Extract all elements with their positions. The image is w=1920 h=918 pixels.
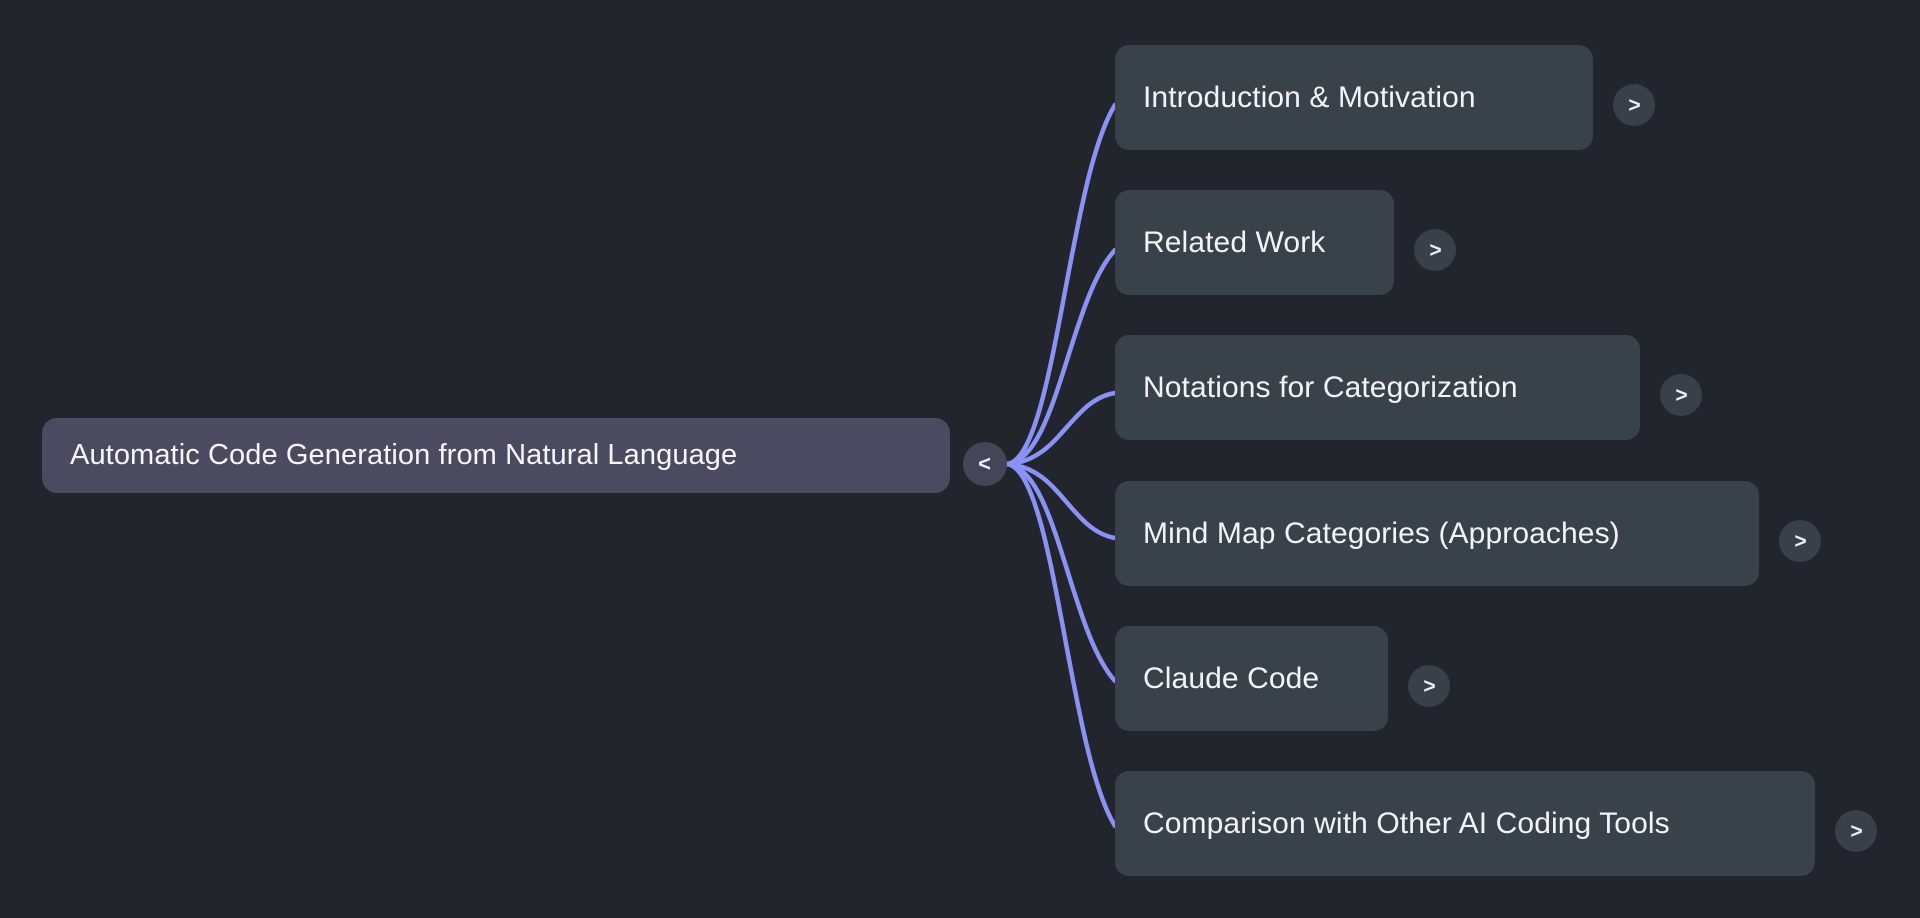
child-expand-toggle[interactable]: >: [1835, 810, 1877, 852]
child-node-label: Introduction & Motivation: [1143, 80, 1476, 114]
root-node-label: Automatic Code Generation from Natural L…: [70, 439, 738, 471]
chevron-right-icon: >: [1423, 674, 1436, 698]
child-expand-toggle[interactable]: >: [1408, 665, 1450, 707]
root-node[interactable]: Automatic Code Generation from Natural L…: [42, 418, 950, 493]
chevron-right-icon: >: [1429, 238, 1442, 262]
edge-connector: [1004, 390, 1118, 467]
child-node[interactable]: Comparison with Other AI Coding Tools: [1115, 771, 1815, 876]
child-node-label: Mind Map Categories (Approaches): [1143, 516, 1620, 550]
chevron-left-icon: <: [978, 451, 991, 476]
child-node-label: Comparison with Other AI Coding Tools: [1143, 806, 1670, 840]
edge-connector: [1004, 247, 1118, 467]
child-expand-toggle[interactable]: >: [1414, 229, 1456, 271]
edge-connector: [1004, 102, 1118, 467]
child-node[interactable]: Related Work: [1115, 190, 1394, 295]
child-expand-toggle[interactable]: >: [1660, 374, 1702, 416]
child-node[interactable]: Notations for Categorization: [1115, 335, 1640, 440]
edge-connector: [1004, 461, 1118, 541]
child-node-label: Related Work: [1143, 225, 1326, 259]
child-node[interactable]: Mind Map Categories (Approaches): [1115, 481, 1759, 586]
edge-connector: [1004, 461, 1118, 684]
child-node-label: Claude Code: [1143, 661, 1320, 695]
edge-connector: [1004, 461, 1118, 829]
child-node[interactable]: Introduction & Motivation: [1115, 45, 1593, 150]
root-collapse-toggle[interactable]: <: [963, 442, 1007, 486]
chevron-right-icon: >: [1628, 93, 1641, 117]
child-node[interactable]: Claude Code: [1115, 626, 1388, 731]
child-expand-toggle[interactable]: >: [1613, 84, 1655, 126]
child-expand-toggle[interactable]: >: [1779, 520, 1821, 562]
child-node-label: Notations for Categorization: [1143, 370, 1518, 404]
chevron-right-icon: >: [1794, 529, 1807, 553]
chevron-right-icon: >: [1850, 819, 1863, 843]
chevron-right-icon: >: [1675, 383, 1688, 407]
